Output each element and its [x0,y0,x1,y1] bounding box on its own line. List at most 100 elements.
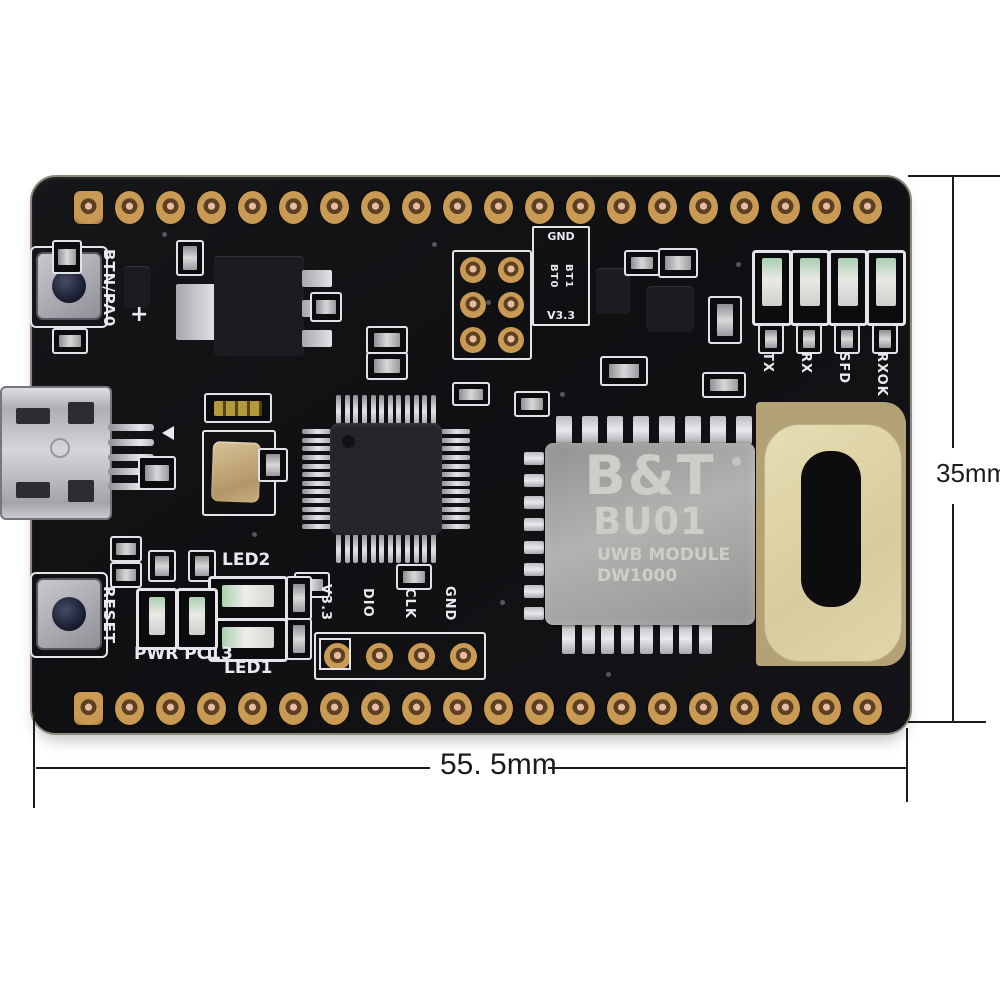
through-hole-pad [74,692,103,725]
module-pads-left [524,452,544,620]
usb-pin [108,483,154,490]
led-label-tx: TX [760,352,775,373]
passive-component [366,352,408,380]
header-pad [498,291,524,318]
btn-pa0-button [36,252,102,320]
through-hole-pad [197,692,226,725]
castellated-pad [524,474,544,488]
passive-component [138,456,176,490]
through-hole-pad [484,191,513,224]
inductor-outline [204,393,272,423]
castellated-pad [524,540,544,554]
castellated-pad [562,624,575,654]
header-pad [449,642,477,670]
micro-usb-connector [0,386,112,520]
via-dot [432,242,437,247]
led-footprint-tx [752,250,792,326]
regulator-lead [302,270,332,287]
passive-component [52,240,82,274]
regulator-lead [302,330,332,347]
passive-component [258,448,288,482]
dim-tick-left [33,712,35,808]
led-label-rxok: RXOK [874,352,889,397]
resistor [286,618,312,660]
castellated-pad [524,606,544,620]
through-hole-pad [853,191,882,224]
castellated-pad [556,416,572,444]
height-dimension-label: 35mm [936,458,1000,488]
passive-component [310,292,342,322]
through-hole-pad [238,692,267,725]
through-hole-pad [566,191,595,224]
header-pad [407,642,435,670]
dim-tick-bottom-right-vertical [906,728,908,802]
through-hole-pad [279,191,308,224]
through-hole-pad [648,692,677,725]
passive-component [366,326,408,354]
pin1-square-marker [319,638,351,670]
passive-component [176,240,204,276]
boot-select-label-box: GND BT0 BT1 V3.3 [532,226,590,326]
module-type: UWB MODULE [597,544,731,565]
usb-slot [16,482,50,498]
usb-pin [108,468,154,476]
pc13-led [176,588,218,650]
boot-bt0-label: BT0 [548,263,559,289]
pin-header-row-bottom [74,692,882,725]
through-hole-pad [607,191,636,224]
prog-label-clk: CLK [402,588,417,619]
passive-component [110,536,142,562]
led-chip [222,627,274,648]
led2-footprint [208,576,288,622]
dim-tick-top-right [908,175,1000,177]
led-chip [222,585,274,607]
through-hole-pad [525,191,554,224]
castellated-pad [524,584,544,598]
passive-component [396,564,432,590]
through-hole-pad [689,692,718,725]
header-pad [498,256,524,283]
passive-component [708,296,742,344]
castellated-pad [524,562,544,576]
header-pad [365,642,393,670]
through-hole-pad [115,692,144,725]
dim-line-height-upper [952,176,954,448]
mcu-pins-bottom [336,534,436,563]
castellated-pad [581,416,598,444]
plus-mark: + [130,302,149,327]
module-chip: DW1000 [597,565,678,586]
qfn-ic [646,286,694,332]
through-hole-pad [402,692,431,725]
shield-dimple [732,457,741,466]
castellated-pad [679,624,693,654]
via-dot [560,392,565,397]
usb-pin [108,438,154,446]
through-hole-pad [853,692,882,725]
through-hole-pad [320,191,349,224]
through-hole-pad [443,191,472,224]
through-hole-pad [238,191,267,224]
passive-component [110,562,142,588]
through-hole-pad [525,692,554,725]
boot-v33-label: V3.3 [547,309,575,322]
through-hole-pad [812,191,841,224]
dim-line-width-right [548,767,906,769]
resistor [758,324,784,354]
through-hole-pad [402,191,431,224]
through-hole-pad [361,692,390,725]
dim-tick-bottom-right [908,721,986,723]
boot-gnd-label: GND [547,230,575,243]
castellated-pad [524,496,544,510]
led-chip [189,597,205,635]
led-footprint-sfd [828,250,868,326]
usb-pins [108,424,158,490]
dim-line-height-lower [952,504,954,722]
uwb-antenna [764,424,902,662]
usb-slot [16,408,50,424]
castellated-pad [601,624,615,654]
pin1-dot [342,435,355,448]
prog-label-dio: DIO [360,588,375,618]
yellow-inductor [214,400,262,416]
castellated-pad [524,518,544,532]
castellated-pad [640,624,654,654]
